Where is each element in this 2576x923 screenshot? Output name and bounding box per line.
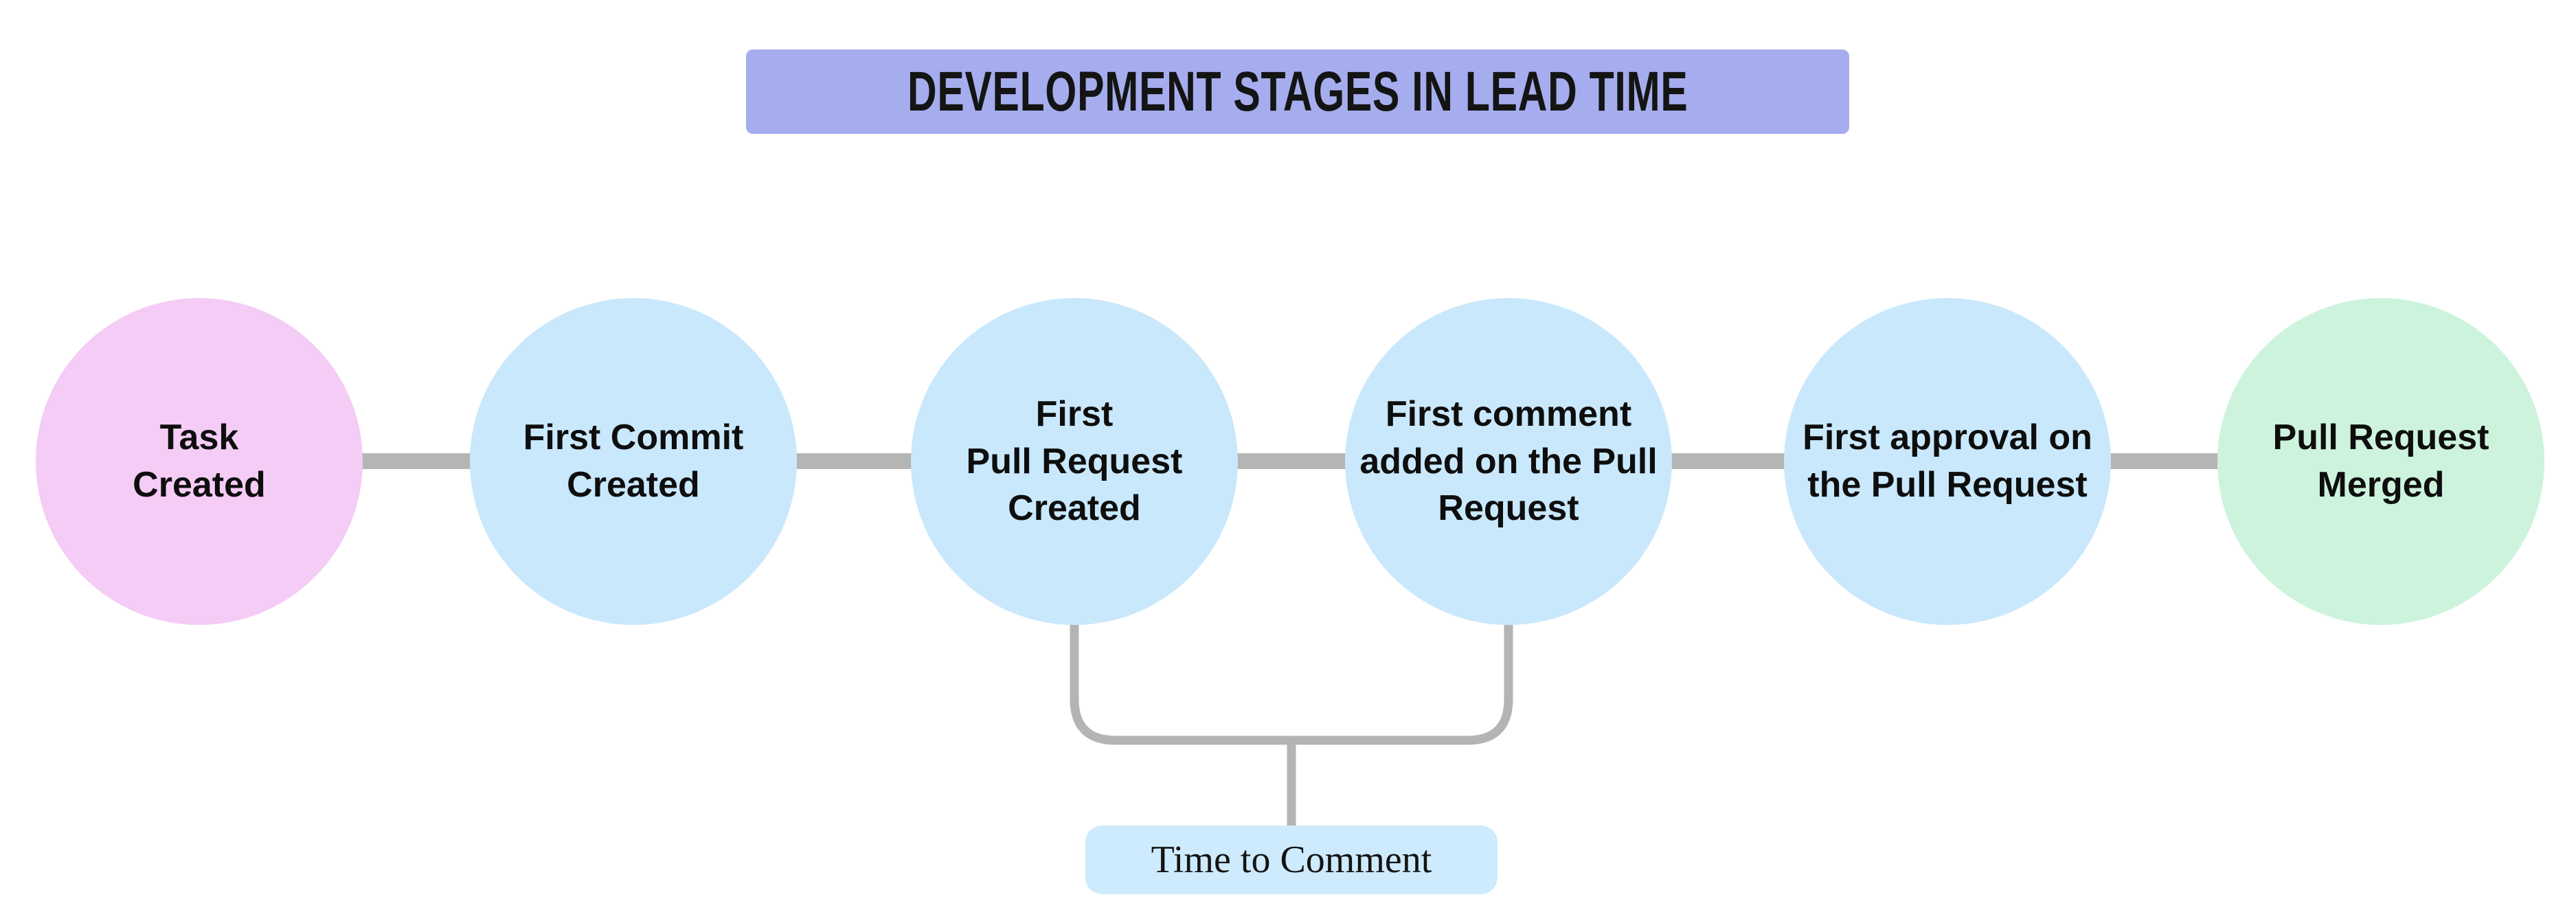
stage-label: First comment added on the Pull Request [1359, 394, 1658, 529]
time-to-comment-label: Time to Comment [1085, 825, 1498, 894]
stage-circle-first-approval: First approval on the Pull Request [1784, 298, 2111, 625]
stage-label: Pull Request Merged [2272, 418, 2489, 505]
diagram-title-banner: DEVELOPMENT STAGES IN LEAD TIME [746, 49, 1849, 134]
time-to-comment-text: Time to Comment [1151, 839, 1432, 881]
stage-circle-first-commit-created: First Commit Created [470, 298, 797, 625]
stage-label: Task Created [133, 418, 266, 505]
stage-label: First approval on the Pull Request [1803, 418, 2092, 505]
stage-circle-first-comment-added: First comment added on the Pull Request [1345, 298, 1672, 625]
stage-circle-pull-request-merged: Pull Request Merged [2217, 298, 2544, 625]
bracket-path [1070, 613, 1513, 745]
stage-circle-task-created: Task Created [36, 298, 363, 625]
stage-label: First Commit Created [523, 418, 744, 505]
stage-label: First Pull Request Created [966, 394, 1183, 529]
stage-circle-first-pull-request-created: First Pull Request Created [911, 298, 1238, 625]
diagram-title: DEVELOPMENT STAGES IN LEAD TIME [907, 60, 1688, 123]
